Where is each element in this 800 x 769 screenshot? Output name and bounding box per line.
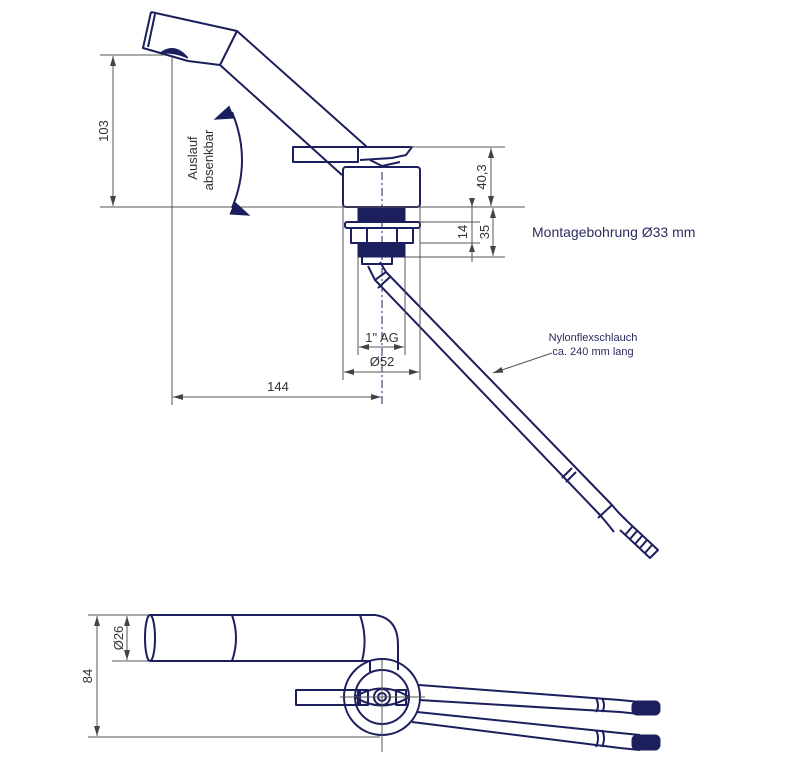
mounting-hole-note: Montagebohrung Ø33 mm	[532, 224, 695, 240]
extension-lines	[100, 54, 525, 405]
hose-leader-line	[492, 352, 553, 374]
swivel-label-line2: absenkbar	[201, 129, 216, 190]
swivel-arrow-icon	[213, 105, 251, 216]
side-view: 103 40,3 14 35 1" AG Ø52 144 Auslauf abs…	[96, 11, 695, 559]
dimension-52-label: Ø52	[370, 354, 395, 369]
dimension-thread-label: 1" AG	[365, 330, 399, 345]
spout-top	[144, 614, 399, 672]
dimension-40-3-label: 40,3	[474, 164, 489, 189]
dimension-103-label: 103	[96, 120, 111, 142]
hose-label-line1: Nylonflexschlauch	[549, 332, 638, 344]
hoses-top	[411, 684, 661, 751]
dimension-26-label: Ø26	[111, 626, 126, 651]
spout	[142, 11, 368, 176]
top-view: 84 Ø26	[80, 614, 661, 752]
swivel-label-line1: Auslauf	[185, 136, 200, 180]
dimension-35-label: 35	[477, 225, 492, 239]
hose	[367, 261, 659, 559]
hose-label-line2: ca. 240 mm lang	[552, 346, 633, 358]
lever	[292, 146, 413, 167]
dimension-84-label: 84	[80, 669, 95, 683]
dimension-144-label: 144	[267, 379, 289, 394]
dimension-14-label: 14	[455, 225, 470, 239]
